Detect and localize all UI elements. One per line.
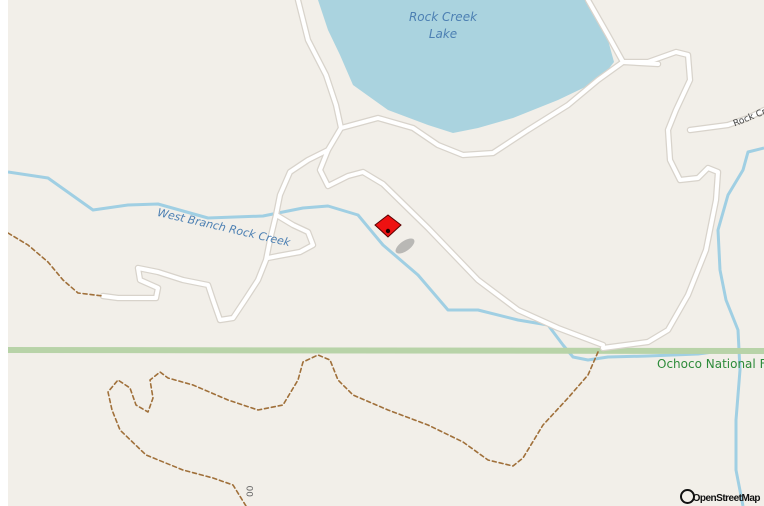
map-view[interactable]: Rock Creek Lake West Branch Rock Creek R… (8, 0, 764, 506)
road-west-switchbacks (101, 126, 343, 322)
trail-number-label: 00 (246, 485, 256, 497)
trail-northwest (8, 232, 104, 297)
road-spur (621, 60, 660, 66)
east-creek (716, 146, 764, 506)
west-branch-rock-creek (8, 170, 729, 362)
attribution-text: OpenStreetMap (692, 493, 761, 504)
forest-label: Ochoco National F (657, 357, 764, 371)
attribution-logo[interactable]: OpenStreetMap (679, 489, 761, 504)
road-east-loop (586, 0, 720, 350)
forest-boundary (8, 347, 764, 354)
road-bend (266, 214, 315, 260)
lake-label: Rock Creek Lake (398, 9, 488, 43)
road-north (296, 0, 343, 130)
map-pin-icon[interactable] (374, 214, 417, 256)
road-lakeshore (339, 60, 625, 157)
map-canvas (8, 0, 764, 506)
rock-creek-road (688, 108, 764, 132)
lake-label-line1: Rock Creek (408, 10, 478, 24)
rock-creek-lake (318, 0, 614, 133)
lake-label-line2: Lake (428, 27, 458, 41)
trail-south-loop (107, 351, 599, 506)
magnifier-icon (679, 489, 695, 504)
road-diagonal (318, 148, 605, 347)
